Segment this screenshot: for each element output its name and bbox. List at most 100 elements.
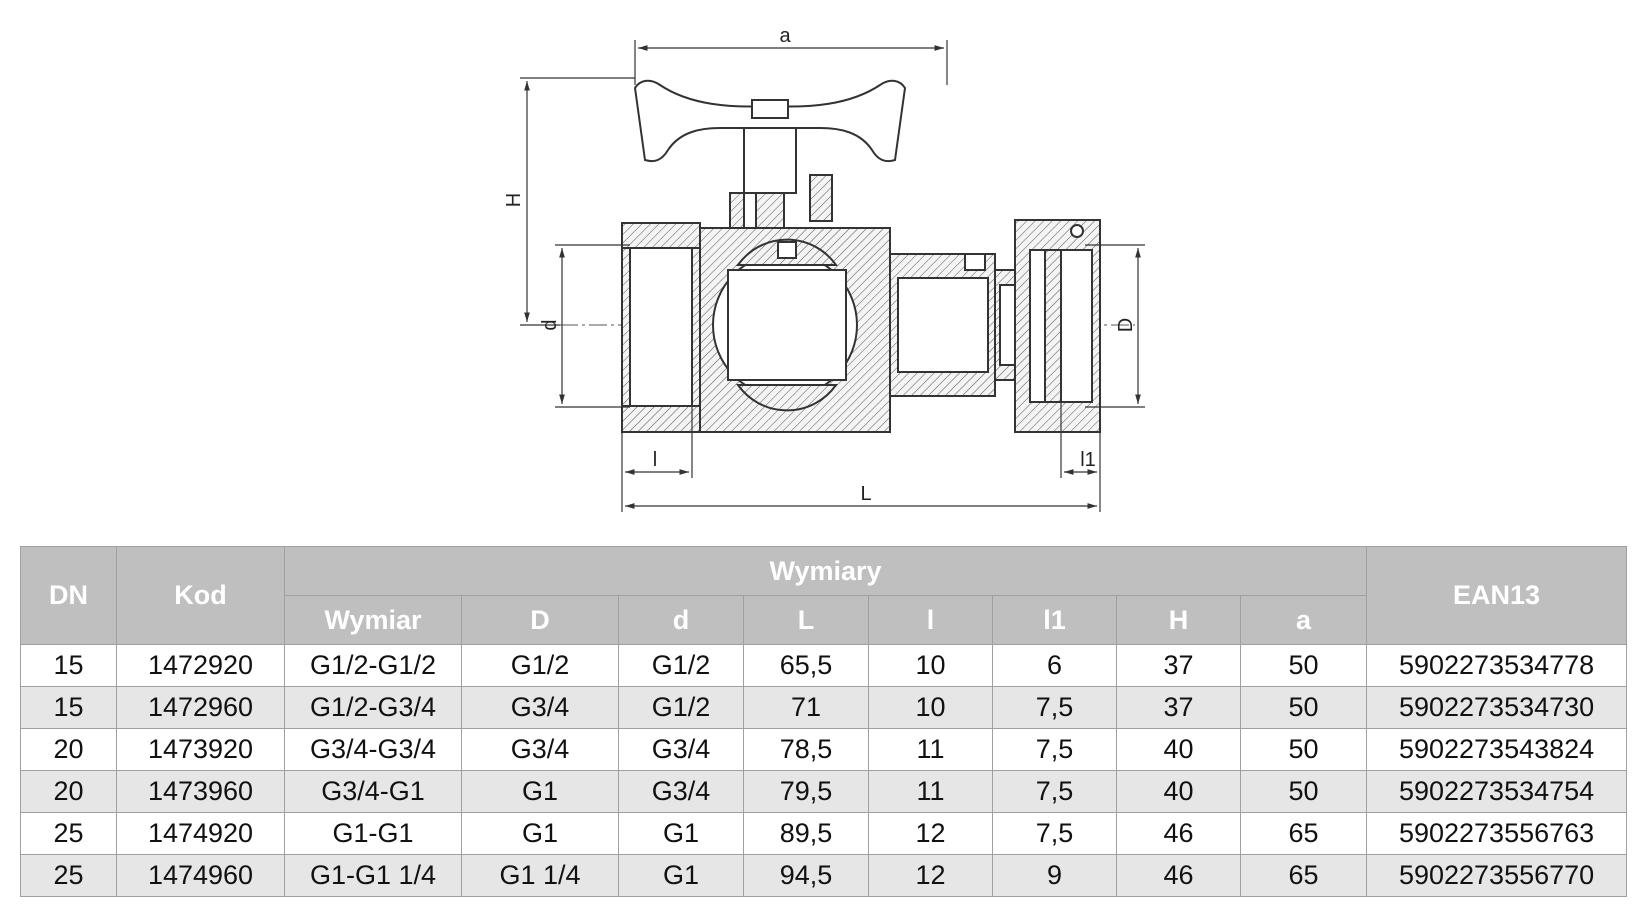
butterfly-handle (633, 79, 907, 242)
table-cell: 94,5 (743, 854, 869, 897)
dimension-D (1085, 244, 1145, 408)
header-a: a (1239, 595, 1368, 645)
table-cell: G1-G1 1/4 (284, 854, 462, 897)
left-female-end (621, 222, 701, 433)
table-cell: 25 (20, 812, 117, 855)
dimension-label-L: L (860, 483, 871, 505)
table-cell: 1474960 (116, 854, 285, 897)
table-cell: 15 (20, 686, 117, 729)
table-cell: G1 (461, 812, 619, 855)
table-cell: 37 (1116, 686, 1241, 729)
table-cell: 1472960 (116, 686, 285, 729)
table-cell: 5902273534778 (1366, 644, 1628, 687)
dimension-label-D: D (1115, 318, 1137, 332)
table-cell: 11 (868, 728, 993, 771)
table-cell: 1473960 (116, 770, 285, 813)
header-d: d (618, 595, 744, 645)
table-cell: G3/4 (618, 770, 744, 813)
table-cell: 1473920 (116, 728, 285, 771)
union-nut (889, 219, 1101, 433)
table-cell: 5902273534754 (1366, 770, 1628, 813)
dimension-L (621, 478, 1101, 512)
table-cell: 10 (868, 644, 993, 687)
header-H: H (1116, 595, 1241, 645)
table-cell: G1 1/4 (461, 854, 619, 897)
table-cell: G1/2-G1/2 (284, 644, 462, 687)
table-cell: 5902273543824 (1366, 728, 1628, 771)
dimension-label-H: H (503, 193, 525, 207)
table-header: DN Kod Wymiary EAN13 Wymiar D d L l l1 H… (20, 546, 1628, 645)
table-cell: 12 (868, 812, 993, 855)
table-cell: 7,5 (992, 770, 1117, 813)
header-dn: DN (20, 546, 117, 645)
table-cell: 6 (992, 644, 1117, 687)
dimension-label-l1: l1 (1080, 449, 1096, 471)
table-cell: G1 (618, 854, 744, 897)
table-cell: 50 (1239, 770, 1368, 813)
table-cell: 5902273534730 (1366, 686, 1628, 729)
table-cell: G1 (461, 770, 619, 813)
table-cell: G1/2 (461, 644, 619, 687)
dimension-d (555, 244, 630, 408)
header-l: l (868, 595, 993, 645)
table-cell: 78,5 (743, 728, 869, 771)
table-cell: G1/2 (618, 686, 744, 729)
table-cell: G3/4 (618, 728, 744, 771)
table-cell: 7,5 (992, 812, 1117, 855)
header-l1: l1 (992, 595, 1117, 645)
dimension-l1 (1060, 402, 1101, 478)
table-cell: 50 (1239, 728, 1368, 771)
dimension-a (634, 40, 948, 85)
dimension-label-l: l (653, 449, 657, 471)
valve-technical-drawing: a H d D l l1 L (503, 25, 1145, 512)
table-cell: G1/2 (618, 644, 744, 687)
table-cell: 50 (1239, 644, 1368, 687)
dimension-label-d: d (539, 319, 561, 330)
table-cell: 71 (743, 686, 869, 729)
table-cell: 1472920 (116, 644, 285, 687)
header-wymiar: Wymiar (284, 595, 462, 645)
dimension-H (520, 77, 635, 326)
table-cell: 40 (1116, 770, 1241, 813)
table-cell: 46 (1116, 854, 1241, 897)
table-cell: 7,5 (992, 686, 1117, 729)
table-cell: 1474920 (116, 812, 285, 855)
table-cell: 7,5 (992, 728, 1117, 771)
dimension-label-a: a (779, 25, 791, 47)
table-cell: G1 (618, 812, 744, 855)
table-cell: 15 (20, 644, 117, 687)
table-cell: 37 (1116, 644, 1241, 687)
table-cell: 12 (868, 854, 993, 897)
header-kod: Kod (116, 546, 285, 645)
table-cell: 65 (1239, 812, 1368, 855)
table-cell: 65,5 (743, 644, 869, 687)
table-cell: G3/4-G1 (284, 770, 462, 813)
table-cell: G1-G1 (284, 812, 462, 855)
valve-body (699, 227, 891, 433)
table-cell: 9 (992, 854, 1117, 897)
table-cell: 50 (1239, 686, 1368, 729)
table-cell: 25 (20, 854, 117, 897)
header-D: D (461, 595, 619, 645)
table-cell: 10 (868, 686, 993, 729)
table-cell: 20 (20, 728, 117, 771)
header-ean13: EAN13 (1366, 546, 1628, 645)
table-cell: 89,5 (743, 812, 869, 855)
table-cell: 40 (1116, 728, 1241, 771)
table-cell: 11 (868, 770, 993, 813)
table-cell: G1/2-G3/4 (284, 686, 462, 729)
table-cell: 5902273556763 (1366, 812, 1628, 855)
table-cell: 65 (1239, 854, 1368, 897)
table-cell: 46 (1116, 812, 1241, 855)
table-cell: G3/4-G3/4 (284, 728, 462, 771)
table-cell: 20 (20, 770, 117, 813)
header-L: L (743, 595, 869, 645)
table-cell: 79,5 (743, 770, 869, 813)
